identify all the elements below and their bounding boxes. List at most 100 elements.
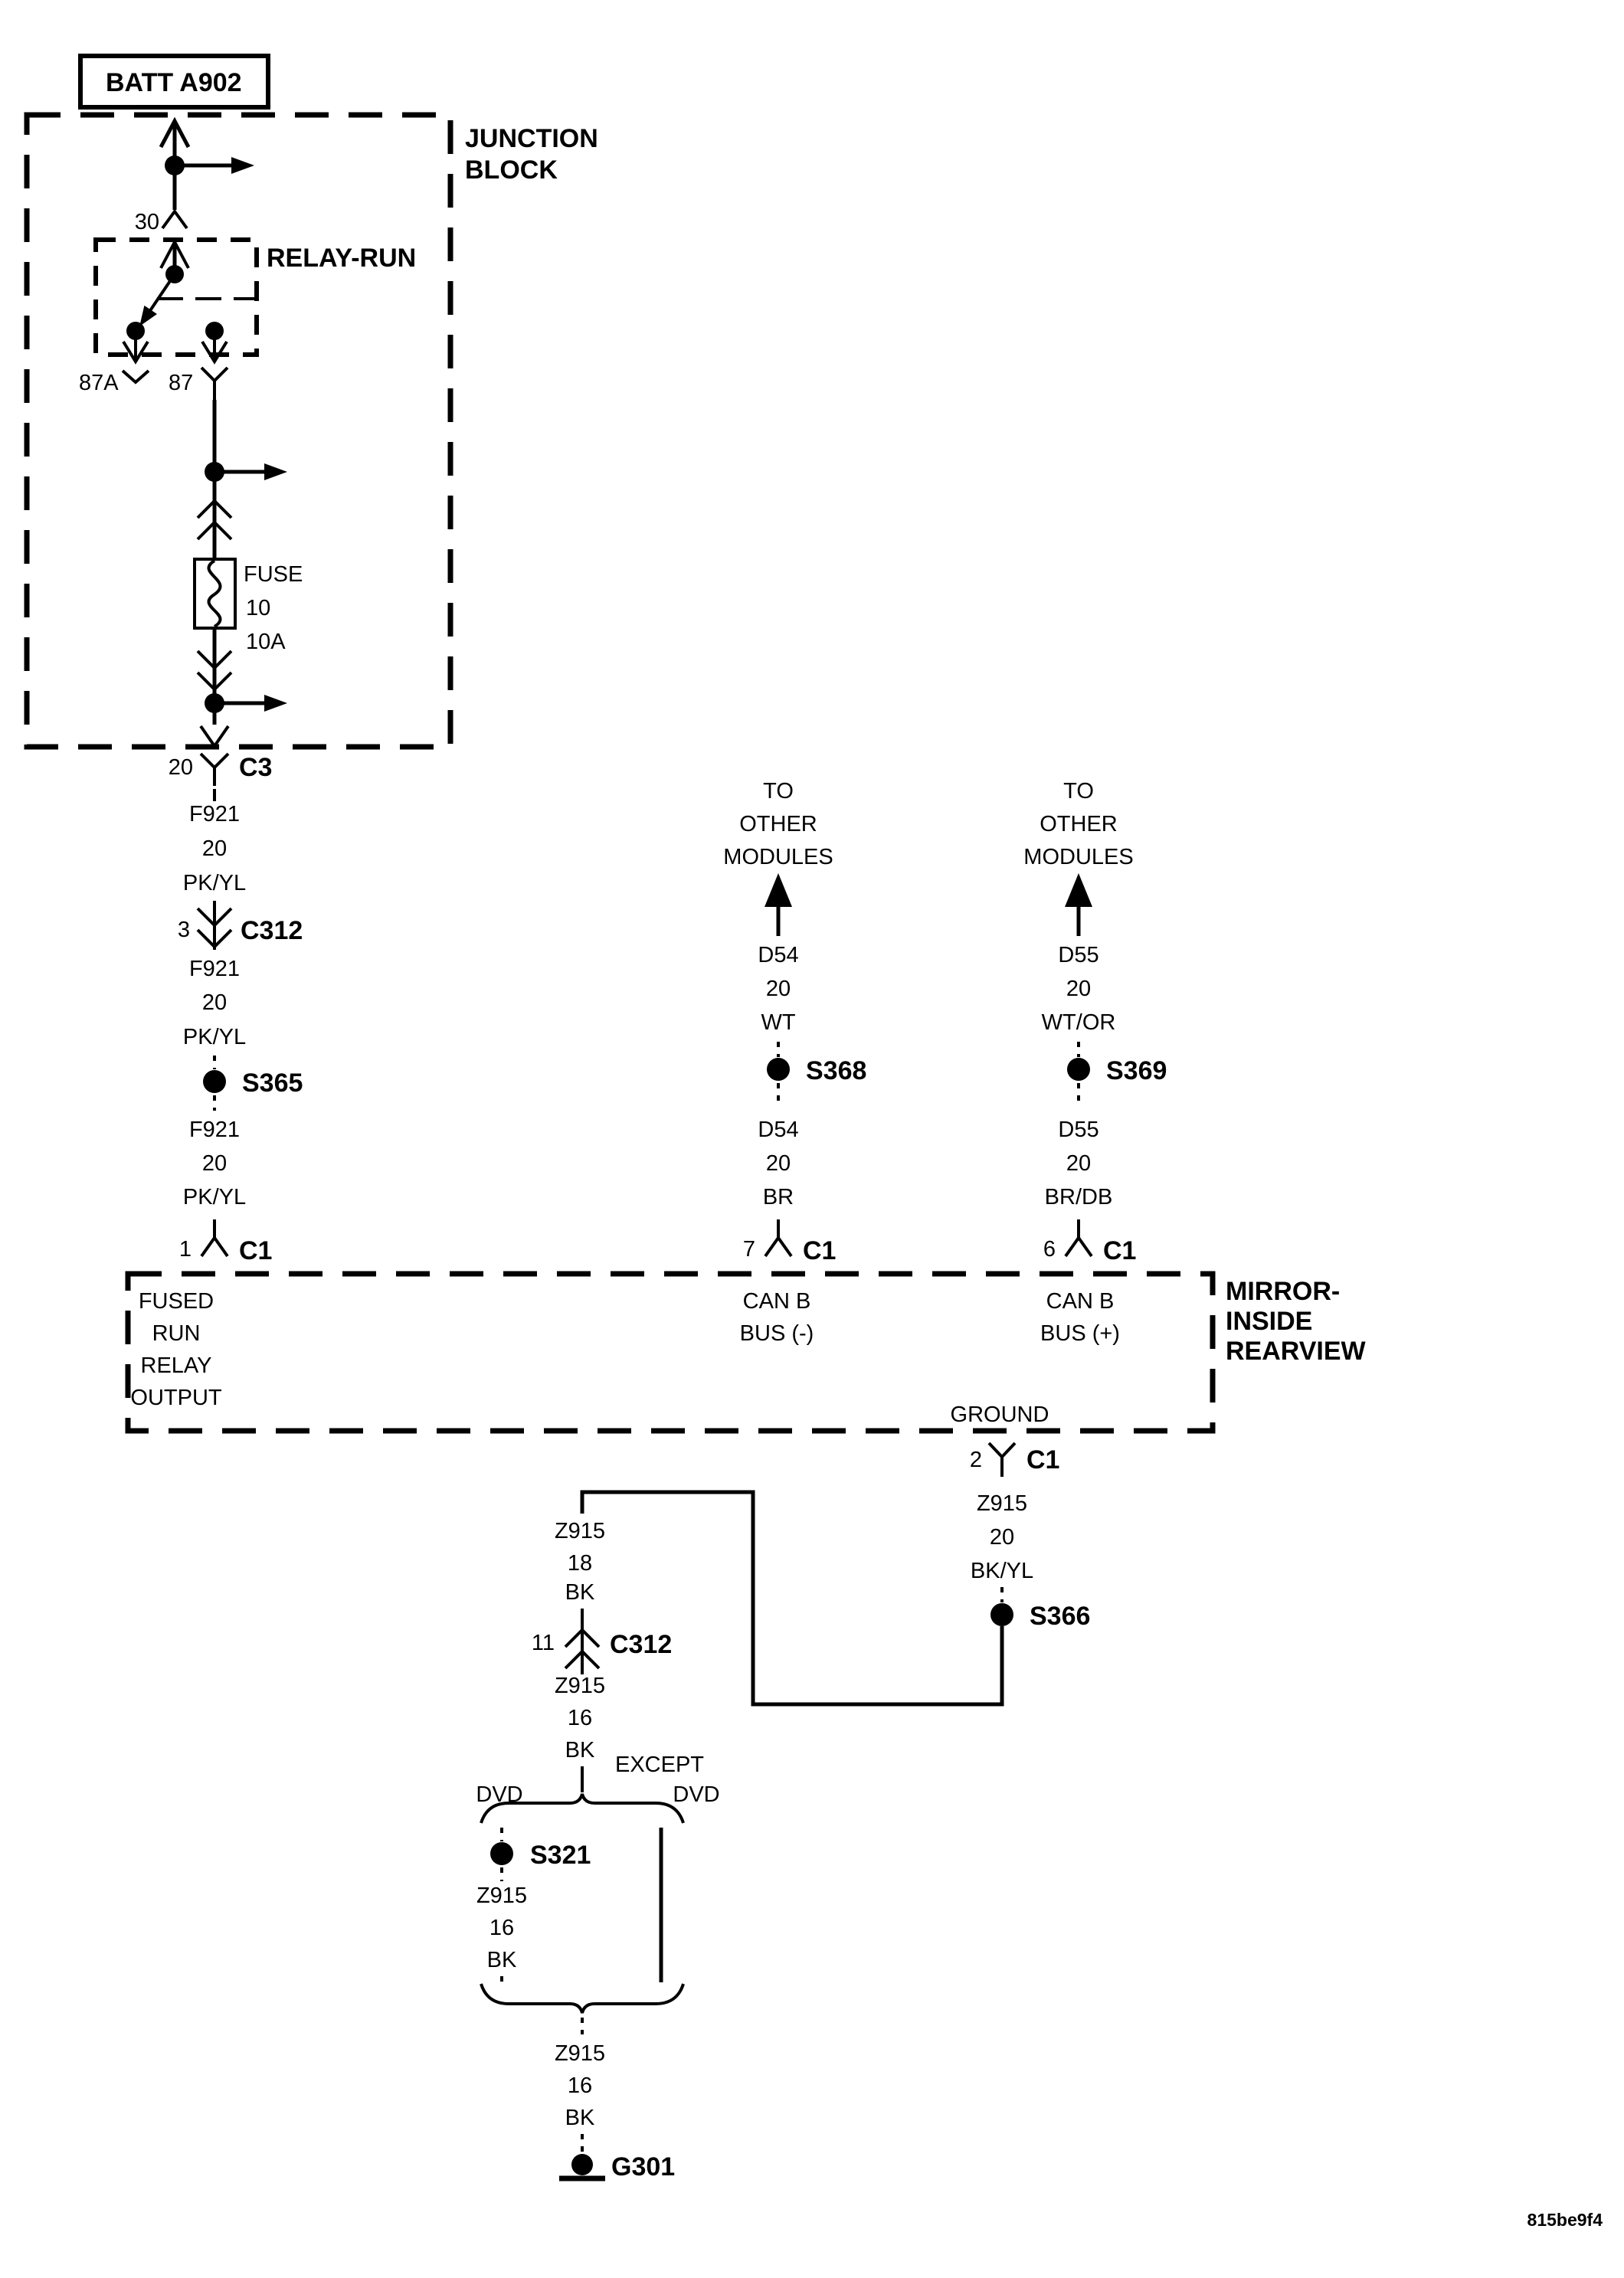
- terminal-fork-icon: [161, 208, 188, 230]
- pin-label-canb-plus-line2: BUS (+): [1040, 1321, 1120, 1346]
- pin-label-run: RUN: [152, 1321, 201, 1346]
- mirror-label-line3: REARVIEW: [1226, 1337, 1367, 1366]
- connector-y-wings: [987, 1442, 1017, 1459]
- wire-circuit-label: Z915: [555, 1519, 605, 1543]
- wire-circuit-label: D55: [1058, 943, 1098, 967]
- run-feed-circuit: F921 20 PK/YL 3 C312 F921 20 PK/YL S365 …: [178, 802, 303, 1265]
- junction-block-border: [24, 112, 453, 750]
- block-exit-arrow-icon: [199, 725, 230, 749]
- splice-dot: [767, 1058, 790, 1081]
- relay-pin-87a-label: 87A: [79, 371, 119, 395]
- fuse-number: 10: [246, 596, 270, 620]
- wire-gauge-label: 20: [202, 1151, 227, 1176]
- wire-color-label: PK/YL: [183, 871, 246, 895]
- pin-label-canb-minus-line1: CAN B: [743, 1289, 811, 1314]
- connector-lambda-icon: [1064, 1219, 1093, 1258]
- fuse-element-icon: [207, 559, 222, 628]
- right-arrow-icon: [264, 695, 287, 712]
- relay-run-border: [93, 237, 259, 357]
- pin-label-ground: GROUND: [951, 1402, 1049, 1427]
- terminal-fork-87-wings: [200, 366, 229, 383]
- wire-color-label: BK/YL: [971, 1559, 1033, 1583]
- connector-c3-pin: 20: [169, 755, 193, 780]
- diagram-id: 815be9f4: [1527, 2210, 1603, 2230]
- splice-s369-label: S369: [1106, 1056, 1167, 1085]
- connector-wings: [1064, 1235, 1093, 1258]
- wire-circuit-label: Z915: [476, 1884, 527, 1908]
- chevron-down-1: [196, 650, 233, 670]
- connector-c312-name: C312: [610, 1630, 672, 1659]
- connector-c3-name: C3: [239, 753, 272, 782]
- terminal-chevron-87a-icon: [121, 369, 150, 385]
- pin-label-relay: RELAY: [141, 1353, 212, 1378]
- wire-color-label: PK/YL: [183, 1185, 246, 1209]
- connector-wings: [200, 1235, 229, 1258]
- wire-circuit-label: D54: [758, 943, 798, 967]
- fuse-label: FUSE: [244, 562, 303, 587]
- wire-gauge-label: 20: [766, 1151, 791, 1176]
- wire-gauge-label: 20: [202, 836, 227, 861]
- wire-gauge-label: 20: [1066, 977, 1091, 1001]
- can-b-minus-circuit: TO OTHER MODULES D54 20 WT S368 D54 20 B…: [723, 779, 866, 1265]
- wire-color-label: PK/YL: [183, 1025, 246, 1049]
- chevron-up-2: [196, 520, 233, 541]
- chevron-down-2: [196, 671, 233, 692]
- wire-gauge-label: 16: [489, 1916, 514, 1940]
- ground-routing-wire: [580, 1490, 1004, 1707]
- connector-c312-pin: 3: [178, 918, 190, 942]
- wire-color-label: BK: [565, 1738, 595, 1763]
- chevron-down-2: [196, 928, 233, 949]
- mirror-label-line1: MIRROR-: [1226, 1277, 1340, 1306]
- mirror-inside-rearview: MIRROR- INSIDE REARVIEW FUSED RUN RELAY …: [125, 1271, 1367, 1434]
- chevron-up-2: [564, 1649, 601, 1670]
- splice-s366-label: S366: [1030, 1602, 1090, 1631]
- right-arrow-icon: [231, 157, 254, 174]
- splice-dot: [490, 1842, 513, 1865]
- wire-gauge-label: 20: [990, 1525, 1014, 1550]
- wire-color-label: BK: [565, 2106, 595, 2130]
- merge-brace-icon: [480, 1983, 685, 2014]
- mirror-label-line2: INSIDE: [1226, 1307, 1312, 1336]
- battery-feed-box: BATT A902: [78, 54, 270, 110]
- connector-y-icon: [987, 1442, 1017, 1477]
- connector-c312-name: C312: [241, 916, 303, 945]
- wire-circuit-label: Z915: [555, 2041, 605, 2066]
- branch-except-label-line2: DVD: [673, 1782, 719, 1807]
- wire-circuit-label: D54: [758, 1118, 798, 1142]
- pin-label-fused: FUSED: [139, 1289, 214, 1314]
- dest-label-line3: MODULES: [1023, 845, 1133, 869]
- splice-s365-label: S365: [242, 1069, 303, 1098]
- wire-gauge-label: 20: [1066, 1151, 1091, 1176]
- connector-c1-pin: 1: [179, 1237, 192, 1262]
- dest-label-line2: OTHER: [1040, 812, 1118, 836]
- wire-color-label: BR: [763, 1185, 794, 1209]
- connector-c1-pin: 6: [1043, 1237, 1056, 1262]
- pin-label-canb-minus-line2: BUS (-): [740, 1321, 814, 1346]
- wire-gauge-label: 16: [568, 1706, 592, 1730]
- wire-circuit-label: F921: [189, 957, 240, 981]
- junction-block-label-line1: JUNCTION: [465, 124, 598, 153]
- down-arrow-87-icon: [201, 340, 228, 365]
- wire-gauge-label: 20: [202, 990, 227, 1015]
- pin-label-canb-plus-line1: CAN B: [1046, 1289, 1115, 1314]
- dest-label-line1: TO: [1063, 779, 1094, 804]
- battery-feed-label: BATT A902: [106, 68, 242, 97]
- relay-pin-87-label: 87: [169, 371, 193, 395]
- splice-dot: [203, 1070, 226, 1093]
- branch-except-label-line1: EXCEPT: [615, 1753, 704, 1777]
- connector-lambda-icon: [764, 1219, 793, 1258]
- up-arrow-icon: [159, 116, 191, 149]
- relay-run: RELAY-RUN: [93, 237, 416, 365]
- connector-y-icon: [199, 752, 230, 786]
- wire-gauge-label: 18: [568, 1551, 592, 1576]
- wire-color-label: BR/DB: [1045, 1185, 1113, 1209]
- connector-c3: 20 C3: [169, 752, 272, 801]
- ground-dot: [571, 2154, 593, 2175]
- connector-c312-pin: 11: [532, 1631, 555, 1655]
- wire-circuit-label: F921: [189, 802, 240, 826]
- wire-circuit-label: Z915: [977, 1491, 1027, 1516]
- connector-wings: [764, 1235, 793, 1258]
- connector-lambda-icon: [200, 1219, 229, 1258]
